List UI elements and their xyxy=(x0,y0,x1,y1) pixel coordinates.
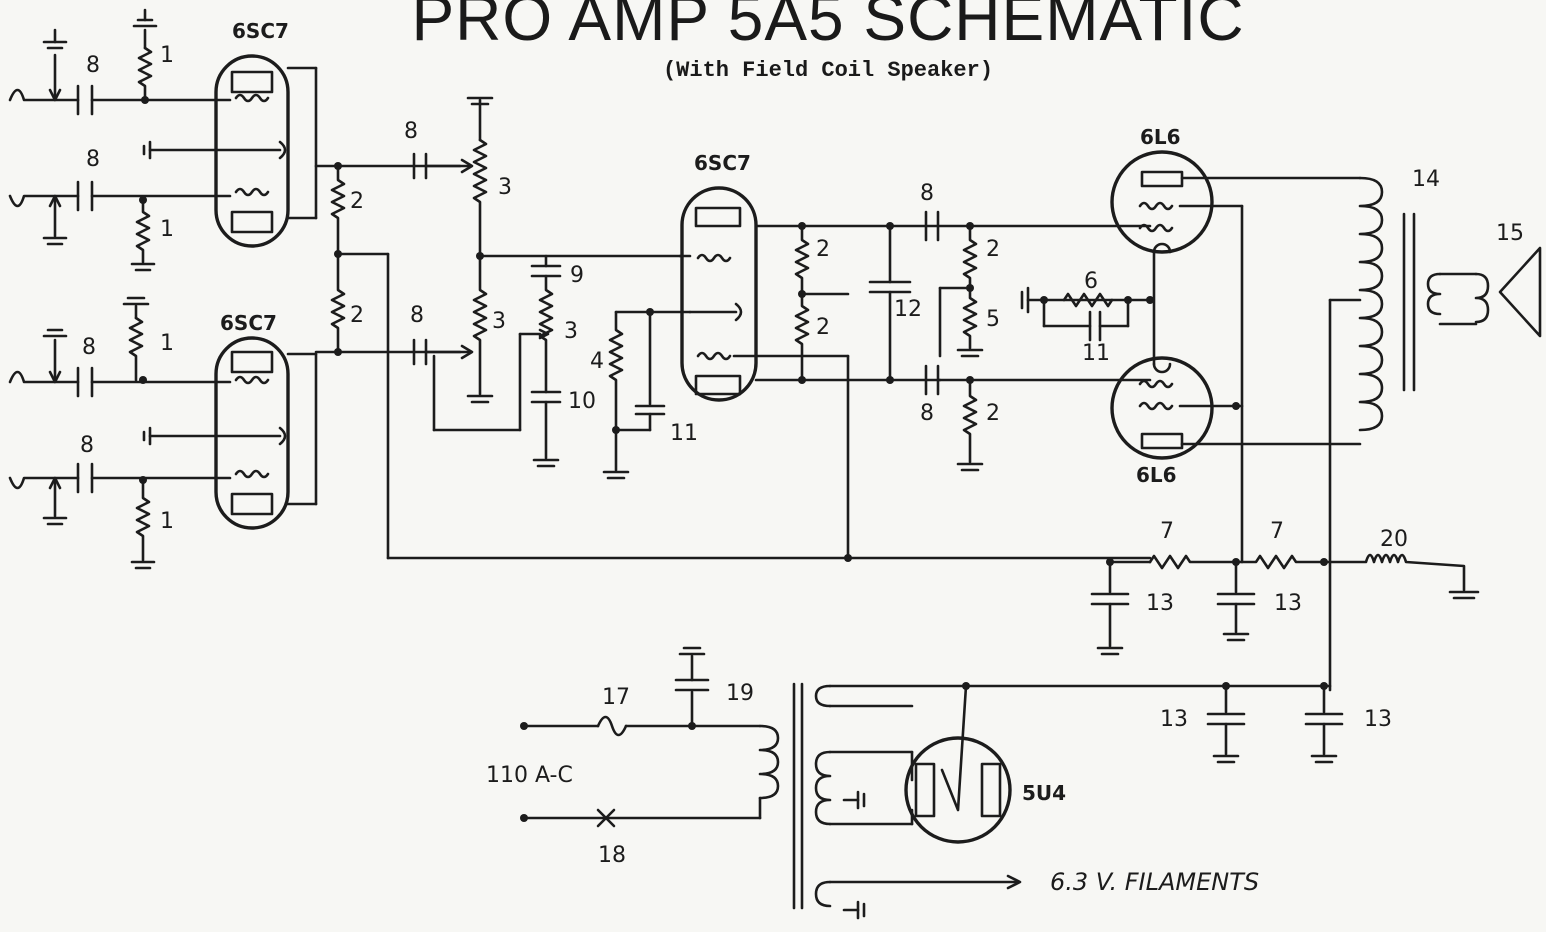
input-jack-3 xyxy=(8,328,232,398)
cap-label: 12 xyxy=(894,297,922,322)
schematic-title: PRO AMP 5A5 SCHEMATIC xyxy=(411,0,1245,54)
cap-label: 9 xyxy=(570,263,584,288)
cap-label: 13 xyxy=(1160,707,1188,732)
resistor-label: 2 xyxy=(986,237,1000,262)
schematic-subtitle: (With Field Coil Speaker) xyxy=(662,58,994,83)
cap-label: 13 xyxy=(1364,707,1392,732)
resistor-label: 6 xyxy=(1084,269,1098,294)
output-coupling xyxy=(924,210,1152,472)
tube-label: 5U4 xyxy=(1022,781,1066,805)
choke-label: 20 xyxy=(1380,527,1408,552)
fuse-label: 17 xyxy=(602,685,630,710)
pi-resistors xyxy=(794,222,912,384)
resistor-label: 2 xyxy=(350,303,364,328)
cap-label: 8 xyxy=(410,303,424,328)
output-transformer xyxy=(1328,176,1542,692)
resistor-grid-2 xyxy=(130,196,156,272)
resistor-label: 2 xyxy=(816,237,830,262)
cap-label: 8 xyxy=(920,401,934,426)
bias-network xyxy=(1020,286,1154,342)
tube-label: 6SC7 xyxy=(694,151,751,175)
input-jack-1 xyxy=(8,28,232,116)
cap-label: 13 xyxy=(1274,591,1302,616)
tube-v5 xyxy=(1110,356,1362,460)
resistor-label: 2 xyxy=(350,189,364,214)
tube-label: 6SC7 xyxy=(232,19,289,43)
cap-label: 8 xyxy=(404,119,418,144)
tube-v2 xyxy=(142,336,318,530)
pot-label: 3 xyxy=(492,309,506,334)
resistor-grid-4 xyxy=(130,476,156,570)
cap-label: 11 xyxy=(1082,341,1110,366)
cap-label: 13 xyxy=(1146,591,1174,616)
pot-label: 3 xyxy=(564,319,578,344)
transformer-label: 14 xyxy=(1412,167,1440,192)
tube-rectifier xyxy=(904,684,1012,844)
tube-label: 6L6 xyxy=(1136,463,1177,487)
mains-label: 110 A-C xyxy=(486,763,573,788)
resistor-label: 1 xyxy=(160,217,174,242)
cap-label: 10 xyxy=(568,389,596,414)
speaker-label: 15 xyxy=(1496,221,1524,246)
tube-v1 xyxy=(142,54,318,248)
filaments-label: 6.3 V. FILAMENTS xyxy=(1050,868,1259,896)
cap-label: 19 xyxy=(726,681,754,706)
plate-resistors-v1-v2 xyxy=(314,162,462,560)
resistor-label: 1 xyxy=(160,43,174,68)
pot-label: 3 xyxy=(498,175,512,200)
cap-label: 8 xyxy=(86,53,100,78)
resistor-grid-1 xyxy=(132,8,158,104)
resistor-label: 7 xyxy=(1160,519,1174,544)
tone-network xyxy=(530,254,562,468)
tube-label: 6L6 xyxy=(1140,125,1181,149)
resistor-label: 2 xyxy=(816,315,830,340)
resistor-grid-3 xyxy=(122,296,150,384)
cap-label: 11 xyxy=(670,421,698,446)
resistor-label: 1 xyxy=(160,331,174,356)
b-plus-rail xyxy=(386,553,1480,656)
resistor-label: 1 xyxy=(160,509,174,534)
tube-v3 xyxy=(678,186,1152,560)
cap-label: 8 xyxy=(82,335,96,360)
power-supply xyxy=(520,646,1344,920)
cathode-v3 xyxy=(602,308,692,480)
tube-v4 xyxy=(1110,150,1362,564)
cap-label: 8 xyxy=(86,147,100,172)
input-jack-4 xyxy=(8,462,232,526)
resistor-label: 2 xyxy=(986,401,1000,426)
coupling-and-volume xyxy=(412,96,682,432)
switch-label: 18 xyxy=(598,843,626,868)
resistor-label: 5 xyxy=(986,307,1000,332)
resistor-label: 4 xyxy=(590,349,604,374)
cap-label: 8 xyxy=(920,181,934,206)
input-jack-2 xyxy=(8,180,232,246)
cap-label: 8 xyxy=(80,433,94,458)
tube-label: 6SC7 xyxy=(220,311,277,335)
resistor-label: 7 xyxy=(1270,519,1284,544)
